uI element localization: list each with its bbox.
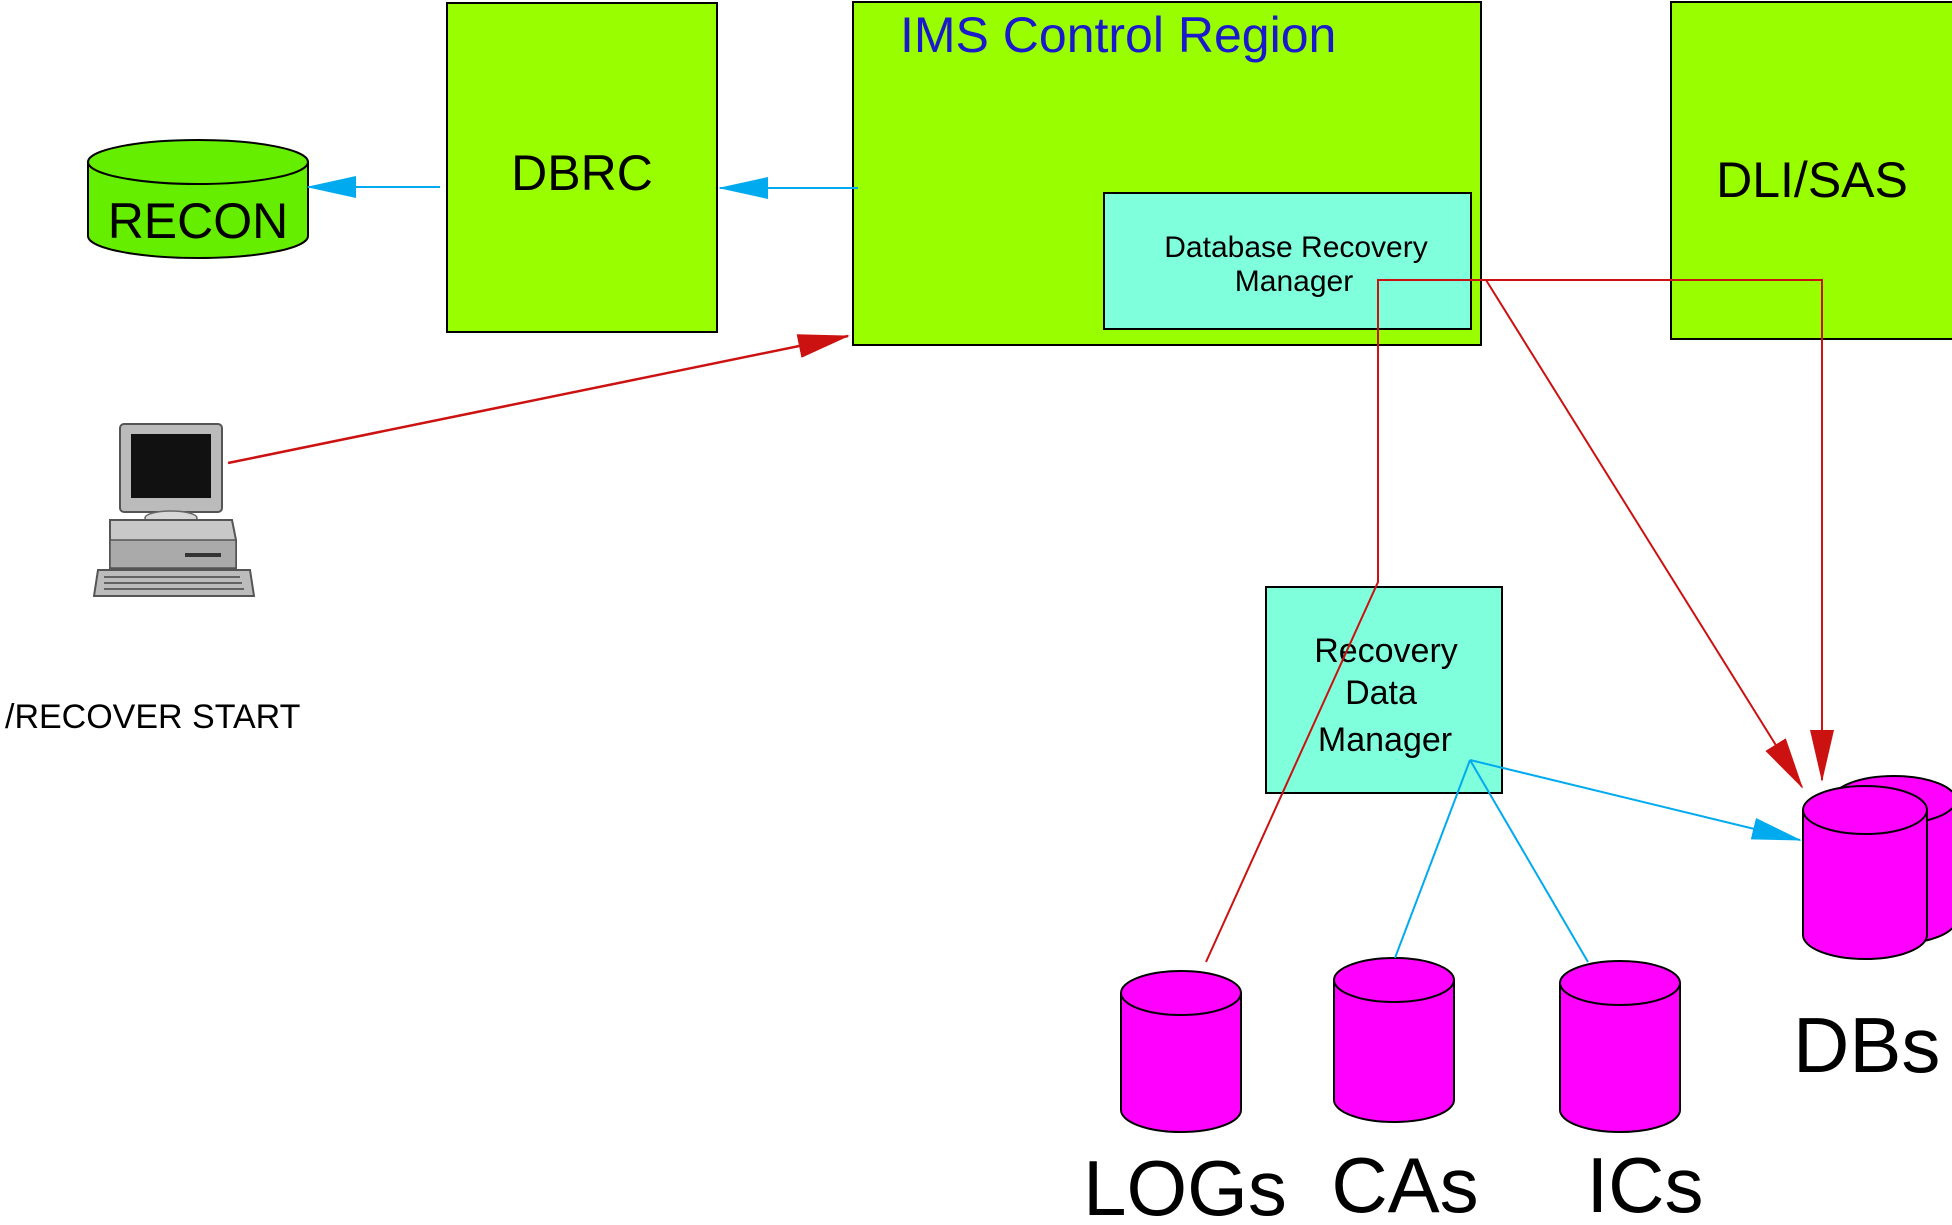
cas-label: CAs <box>1331 1141 1478 1225</box>
dbrc-box: DBRC <box>446 2 718 333</box>
dli-sas-label: DLI/SAS <box>1716 152 1908 208</box>
computer-terminal-icon <box>92 423 256 597</box>
recovery-data-manager-label-line1: Recovery <box>1314 632 1458 670</box>
database-recovery-manager-label-line2: Manager <box>1235 265 1353 298</box>
dbs-datastore: DBs <box>1793 775 1952 1089</box>
rdm-to-ics-line <box>1469 759 1589 963</box>
database-recovery-manager-box: Database Recovery Manager <box>1103 192 1472 330</box>
ims-control-region-title: IMS Control Region <box>900 7 1336 63</box>
cas-datastore: CAs <box>1331 957 1479 1225</box>
dli-sas-box: DLI/SAS <box>1670 1 1952 340</box>
rdm-to-cas-line <box>1394 759 1471 959</box>
drm-to-dbs-diagonal-arrow <box>1485 279 1804 789</box>
rdm-to-dbs-arrow <box>1469 759 1802 841</box>
drm-to-dbs-vertical-arrow <box>1466 279 1834 782</box>
drm-to-logs-line <box>1205 279 1466 963</box>
recovery-data-manager-label-line2: Data <box>1345 674 1417 712</box>
dbs-label: DBs <box>1793 1001 1940 1089</box>
logs-label: LOGs <box>1083 1144 1287 1225</box>
database-recovery-manager-label-line1: Database Recovery <box>1164 231 1427 264</box>
logs-datastore: LOGs <box>1083 970 1287 1225</box>
recovery-data-manager-box: Recovery Data Manager <box>1265 586 1503 794</box>
ics-label: ICs <box>1587 1141 1704 1225</box>
recover-start-command: /RECOVER START <box>5 698 300 736</box>
recon-label: RECON <box>108 193 289 249</box>
terminal-to-ims-arrow <box>227 334 850 465</box>
ics-datastore: ICs <box>1559 960 1704 1225</box>
recovery-data-manager-label-line3: Manager <box>1318 721 1452 759</box>
recon-datastore: RECON <box>87 139 309 259</box>
dbrc-label: DBRC <box>511 145 653 201</box>
